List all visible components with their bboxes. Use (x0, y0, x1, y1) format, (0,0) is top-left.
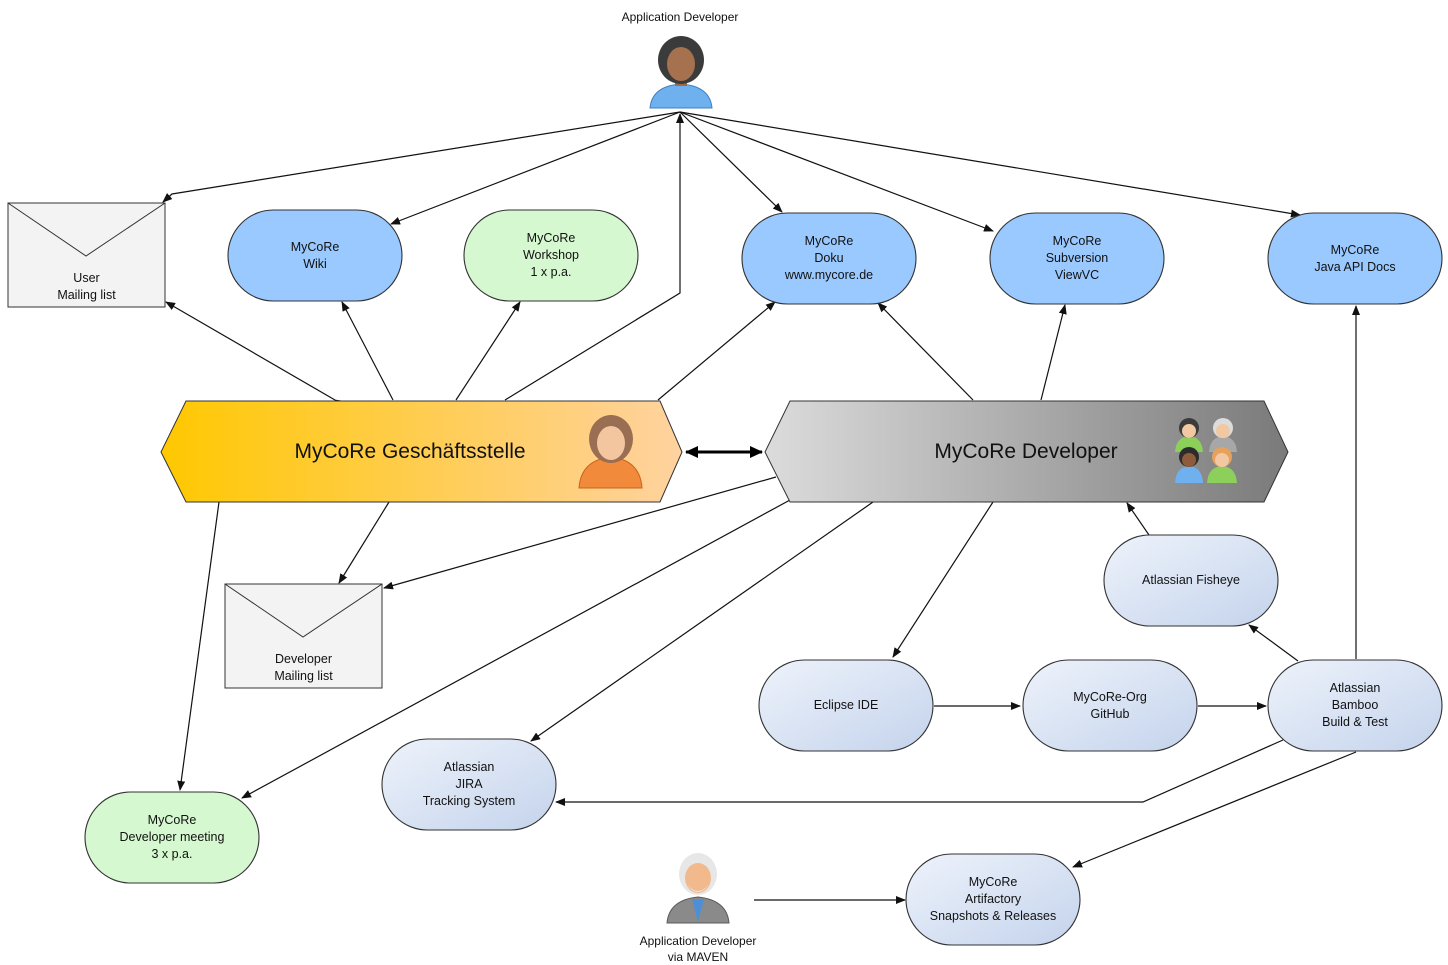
node-artifactory-shape (905, 853, 1081, 946)
edge-appdev-subversion (679, 111, 994, 232)
app-developer-icon (649, 36, 713, 109)
node-bamboo-shape (1267, 659, 1443, 752)
node-doku-shape (741, 212, 917, 305)
node-javadocs-shape (1267, 212, 1443, 305)
edge-gs-workshop (455, 301, 521, 401)
hub-geschaeftsstelle (160, 400, 683, 503)
edge-gs-wiki (341, 301, 394, 401)
geschaeftsstelle-person-icon (578, 415, 643, 489)
node-wiki-shape (227, 209, 403, 302)
node-github-shape (1022, 659, 1198, 752)
edge-bamboo-artifactory (1072, 751, 1357, 868)
edge-gs-doku (657, 301, 776, 401)
hub-developer (764, 400, 1289, 503)
edge-gs-dev-meeting (177, 501, 220, 791)
envelope-user-mailing-list (7, 202, 166, 308)
maven-developer-icon (666, 853, 730, 924)
edge-dev-eclipse (892, 501, 994, 658)
node-subversion-shape (989, 212, 1165, 305)
edge-appdev-wiki (390, 111, 681, 225)
edge-fisheye-dev (1126, 502, 1150, 536)
edge-dev-dev-meeting (241, 499, 791, 799)
edge-bamboo-jira (555, 739, 1284, 806)
edge-appdev-doku (679, 111, 783, 213)
node-meeting-shape (84, 791, 260, 884)
edge-gs-appdev (504, 113, 684, 401)
edge-dev-subversion (1040, 304, 1067, 401)
envelope-developer-mailing-list (224, 583, 383, 689)
edge-appdev-javadocs (679, 111, 1301, 218)
edge-gs-dev-mailing (338, 501, 390, 584)
edge-dev-dev-mailing (383, 476, 777, 590)
connectors (162, 111, 1360, 904)
edge-dev-jira (530, 501, 874, 742)
edge-gs-user-mailing (165, 301, 345, 408)
edge-dev-doku (877, 302, 974, 401)
node-fisheye-shape (1103, 534, 1279, 627)
edge-appdev-user-mailing (162, 111, 681, 203)
edge-bamboo-fisheye (1248, 624, 1299, 662)
node-workshop-shape (463, 209, 639, 302)
node-jira-shape (381, 738, 557, 831)
developer-group-icon (1175, 418, 1237, 483)
node-eclipse-shape (758, 659, 934, 752)
